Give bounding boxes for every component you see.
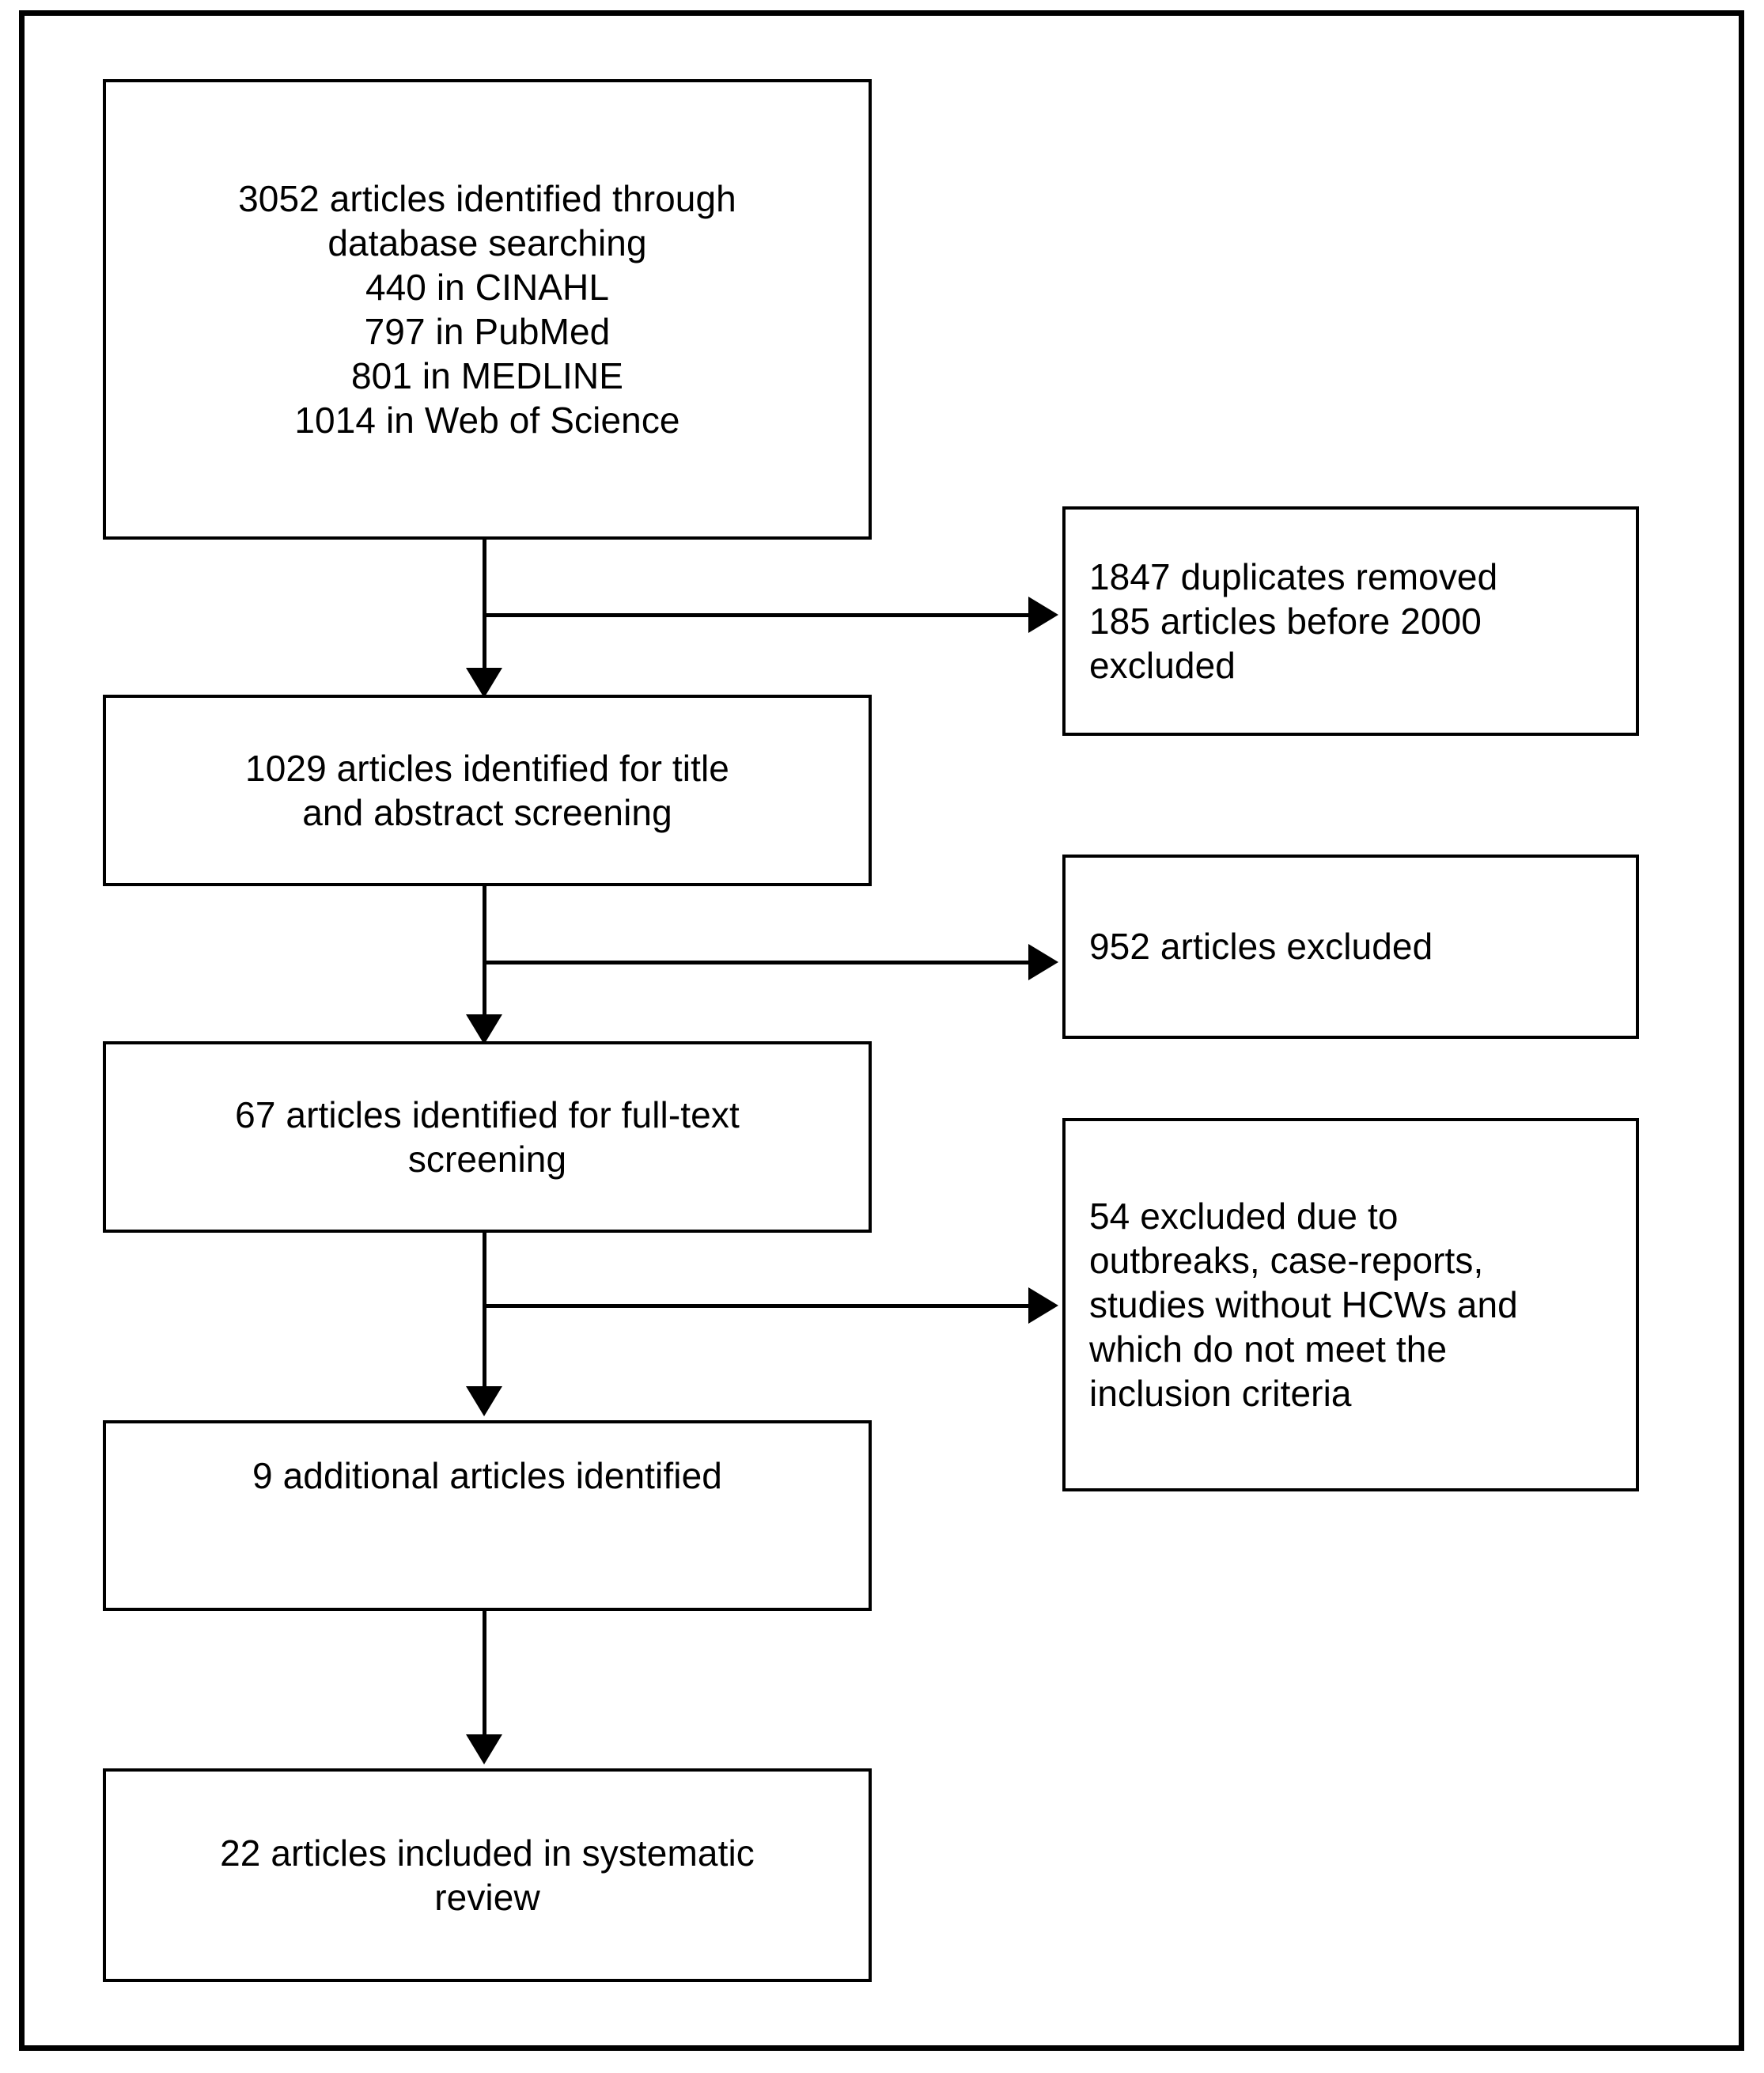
additional-articles-text: 9 additional articles identified <box>252 1455 722 1496</box>
arrow-down-icon <box>466 1734 502 1764</box>
included-articles-box: 22 articles included in systematic revie… <box>103 1768 872 1982</box>
connector-line-to-excluded-952 <box>484 961 1028 964</box>
title-abstract-screening-text: 1029 articles identified for title and a… <box>245 747 729 833</box>
diagram-outer-frame <box>19 10 1744 2051</box>
excluded-54-text: 54 excluded due to outbreaks, case-repor… <box>1089 1195 1518 1415</box>
connector-line-to-duplicates <box>484 613 1028 617</box>
excluded-952-text: 952 articles excluded <box>1089 926 1433 968</box>
excluded-54-box: 54 excluded due to outbreaks, case-repor… <box>1062 1118 1639 1491</box>
title-abstract-screening-box: 1029 articles identified for title and a… <box>103 695 872 886</box>
excluded-952-box: 952 articles excluded <box>1062 855 1639 1039</box>
articles-identified-box: 3052 articles identified through databas… <box>103 79 872 540</box>
connector-line-fulltext-to-additional <box>483 1233 486 1391</box>
full-text-screening-text: 67 articles identified for full-text scr… <box>235 1093 740 1180</box>
duplicates-removed-text: 1847 duplicates removed 185 articles bef… <box>1089 555 1498 687</box>
included-articles-text: 22 articles included in systematic revie… <box>220 1832 755 1918</box>
additional-articles-box: 9 additional articles identified <box>103 1420 872 1611</box>
duplicates-removed-box: 1847 duplicates removed 185 articles bef… <box>1062 506 1639 736</box>
connector-line-identified-to-title <box>483 540 486 673</box>
arrow-down-icon <box>466 668 502 698</box>
connector-line-title-to-fulltext <box>483 886 486 1019</box>
articles-identified-text: 3052 articles identified through databas… <box>238 177 736 442</box>
arrow-down-icon <box>466 1014 502 1044</box>
arrow-right-icon <box>1028 1287 1058 1324</box>
full-text-screening-box: 67 articles identified for full-text scr… <box>103 1041 872 1233</box>
connector-line-additional-to-included <box>483 1611 486 1739</box>
connector-line-to-excluded-54 <box>484 1304 1028 1308</box>
arrow-right-icon <box>1028 944 1058 980</box>
arrow-right-icon <box>1028 597 1058 633</box>
arrow-down-icon <box>466 1386 502 1416</box>
